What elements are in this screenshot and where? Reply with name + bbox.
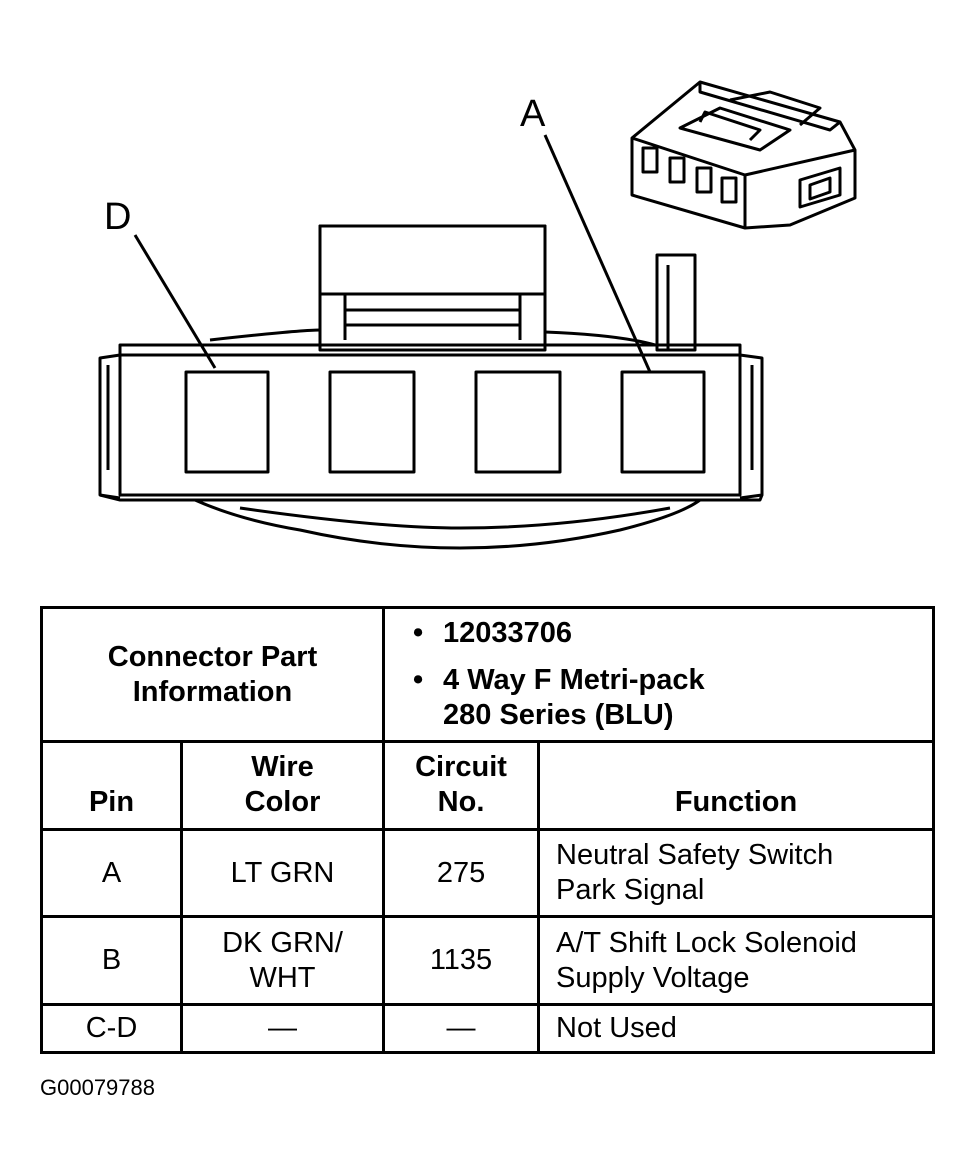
row-b-wire-color: DK GRN/ WHT	[179, 915, 386, 1006]
part-number: 12033706	[443, 617, 573, 649]
table-row: B DK GRN/ WHT 1135 A/T Shift Lock Soleno…	[40, 915, 936, 1006]
part-description-line-1: 4 Way F Metri-pack	[443, 664, 705, 696]
connector-face-view	[98, 134, 764, 550]
row-b-wire-color-line-1: DK GRN/	[222, 926, 343, 959]
row-a-function-line-1: Neutral Safety Switch	[556, 839, 834, 871]
header-wire-color-line-1: Wire	[251, 751, 314, 783]
connector-drawing	[98, 80, 857, 550]
connector-isometric-view	[630, 80, 857, 230]
table-row: A LT GRN 275 Neutral Safety Switch Park …	[40, 828, 936, 918]
header-circuit-line-2: No.	[437, 786, 485, 818]
row-b-function: A/T Shift Lock Solenoid Supply Voltage	[537, 915, 936, 1006]
leader-line-a	[543, 134, 652, 373]
row-b-wire-color-line-2: WHT	[249, 961, 316, 994]
row-b-circuit: 1135	[382, 915, 541, 1006]
cavity-c	[328, 370, 416, 474]
connector-info-table: Connector Part Information •12033706 •4 …	[39, 606, 936, 1054]
callout-label-d: D	[104, 196, 132, 238]
row-a-circuit: 275	[382, 828, 541, 918]
row-cd-pin: C-D	[40, 1003, 183, 1054]
header-pin: Pin	[40, 740, 183, 831]
cavity-d	[184, 370, 270, 474]
row-b-pin: B	[40, 915, 183, 1006]
row-a-function-line-2: Park Signal	[556, 874, 705, 906]
header-wire-color-line-2: Color	[244, 786, 321, 818]
row-a-function: Neutral Safety Switch Park Signal	[537, 828, 936, 918]
row-b-function-line-1: A/T Shift Lock Solenoid	[556, 926, 857, 959]
leader-line-d	[133, 234, 217, 369]
row-a-wire-color: LT GRN	[179, 828, 386, 918]
header-function: Function	[537, 740, 936, 831]
row-a-pin: A	[40, 828, 183, 918]
part-info-value-cell: •12033706 •4 Way F Metri-pack 280 Series…	[382, 606, 936, 743]
row-b-function-line-2: Supply Voltage	[556, 961, 750, 994]
header-wire-color: Wire Color	[179, 740, 386, 831]
part-info-row: Connector Part Information •12033706 •4 …	[39, 606, 936, 743]
callout-label-a: A	[520, 93, 546, 135]
row-cd-function: Not Used	[537, 1003, 936, 1054]
row-cd-wire-color: —	[179, 1003, 386, 1054]
cavity-b	[474, 370, 562, 474]
figure-id: G00079788	[40, 1075, 155, 1100]
cavity-a	[620, 370, 706, 474]
part-description-line-2: 280 Series (BLU)	[443, 699, 674, 731]
header-row: Pin Wire Color Circuit No. Function	[40, 740, 936, 831]
header-circuit: Circuit No.	[382, 740, 541, 831]
table-row: C-D — — Not Used	[40, 1003, 936, 1054]
part-info-label-line-1: Connector Part	[107, 640, 318, 673]
header-circuit-line-1: Circuit	[415, 751, 507, 783]
part-info-label-cell: Connector Part Information	[39, 606, 386, 743]
row-cd-circuit: —	[382, 1003, 541, 1054]
part-info-label-line-2: Information	[132, 675, 293, 708]
